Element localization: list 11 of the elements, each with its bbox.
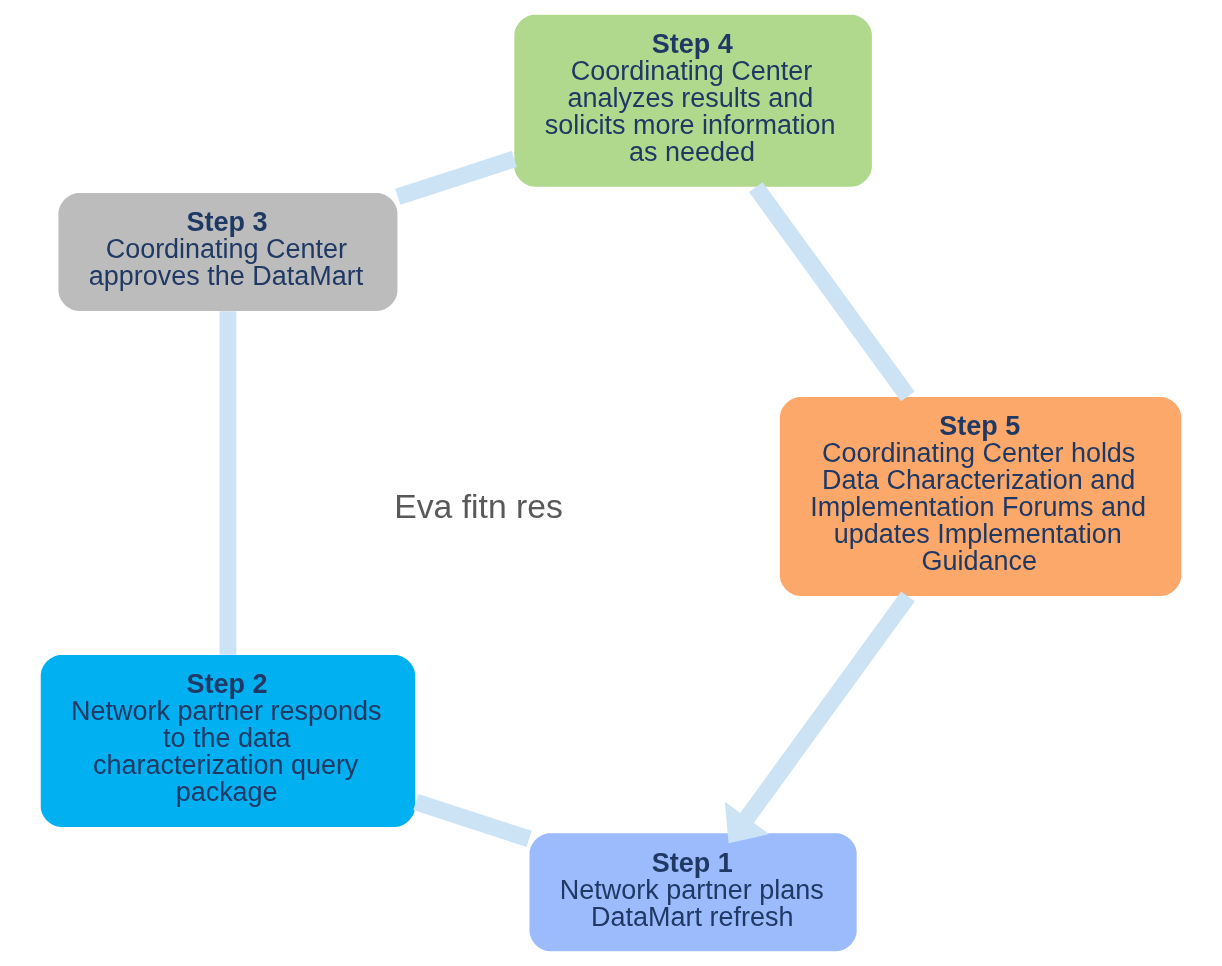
node-box: Step 3 Coordinating Center approves the DataMart: [58, 192, 398, 311]
connector: [413, 794, 532, 847]
node-box: Step 1 Network partner plans DataMart refresh: [529, 833, 857, 952]
connector: [749, 182, 915, 402]
connector: [395, 150, 517, 205]
node-box: Step 5 Coordinating Center holds Data Characterization and Implementation Forums and updates Implementation Guidance: [779, 397, 1182, 596]
node-box: Step 4 Coordinating Center analyzes results and solicits more information as needed: [514, 14, 872, 187]
node-box: Step 2 Network partner responds to the data characterization query package: [40, 655, 416, 828]
connector: [219, 311, 237, 655]
arrow: [724, 591, 915, 844]
label: Eva fitn res: [394, 487, 563, 526]
